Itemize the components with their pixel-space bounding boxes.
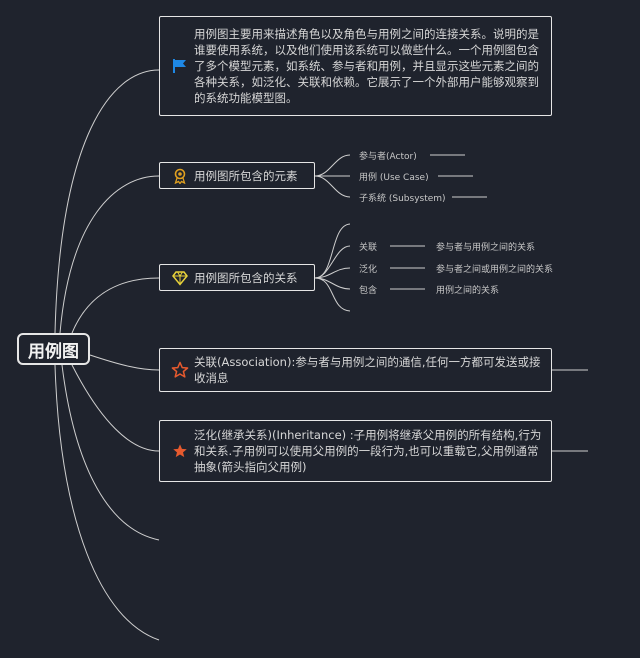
elements-node[interactable]: 用例图所包含的元素: [159, 162, 315, 189]
connector-root-intro: [54, 69, 160, 334]
award-icon: [170, 166, 190, 186]
connector-relations-incl: [314, 277, 351, 290]
relation-generalization-name[interactable]: 泛化: [359, 265, 378, 275]
root-label: 用例图: [28, 341, 79, 362]
connector-elements-subsystem: [314, 175, 351, 198]
relations-node[interactable]: 用例图所包含的关系: [159, 264, 315, 291]
star-outline-icon: [170, 360, 190, 380]
intro-node[interactable]: 用例图主要用来描述角色以及角色与用例之间的连接关系。说明的是谁要使用系统，以及他…: [159, 16, 552, 116]
association-text: 关联(Association):参与者与用例之间的通信,任何一方都可发送或接收消…: [194, 355, 541, 385]
connector-root-generalization: [71, 364, 160, 452]
connector-root-empty-1: [61, 364, 160, 541]
relations-text: 用例图所包含的关系: [194, 270, 298, 285]
connector-relations-assoc: [314, 245, 351, 279]
relation-include-desc[interactable]: 用例之间的关系: [436, 286, 500, 296]
root-node[interactable]: 用例图: [17, 333, 90, 365]
relation-association-name[interactable]: 关联: [359, 243, 378, 253]
relation-generalization-desc[interactable]: 参与者之间或用例之间的关系: [436, 265, 554, 275]
elements-text: 用例图所包含的元素: [194, 168, 298, 183]
element-subsystem-label[interactable]: 子系统 (Subsystem): [359, 194, 446, 204]
generalization-text: 泛化(继承关系)(Inheritance) :子用例将继承父用例的所有结构,行为…: [194, 428, 542, 474]
association-node[interactable]: 关联(Association):参与者与用例之间的通信,任何一方都可发送或接收消…: [159, 348, 552, 392]
relation-association-desc[interactable]: 参与者与用例之间的关系: [436, 243, 536, 253]
connector-root-relations: [71, 277, 160, 334]
connector-root-empty-2: [54, 364, 160, 641]
generalization-node[interactable]: 泛化(继承关系)(Inheritance) :子用例将继承父用例的所有结构,行为…: [159, 420, 552, 482]
relation-include-name[interactable]: 包含: [359, 286, 378, 296]
flag-icon: [170, 56, 190, 76]
intro-text: 用例图主要用来描述角色以及角色与用例之间的连接关系。说明的是谁要使用系统，以及他…: [194, 27, 539, 105]
star-filled-icon: [170, 441, 190, 461]
connector-root-elements: [59, 175, 160, 334]
element-usecase-label[interactable]: 用例 (Use Case): [359, 173, 429, 183]
connector-relations-top: [314, 223, 351, 279]
connector-relations-gen: [314, 267, 351, 279]
connector-relations-bottom: [314, 277, 351, 312]
diamond-icon: [170, 268, 190, 288]
element-actor-label[interactable]: 参与者(Actor): [359, 152, 417, 162]
connector-root-association: [89, 354, 160, 371]
connector-elements-actor: [314, 154, 351, 177]
